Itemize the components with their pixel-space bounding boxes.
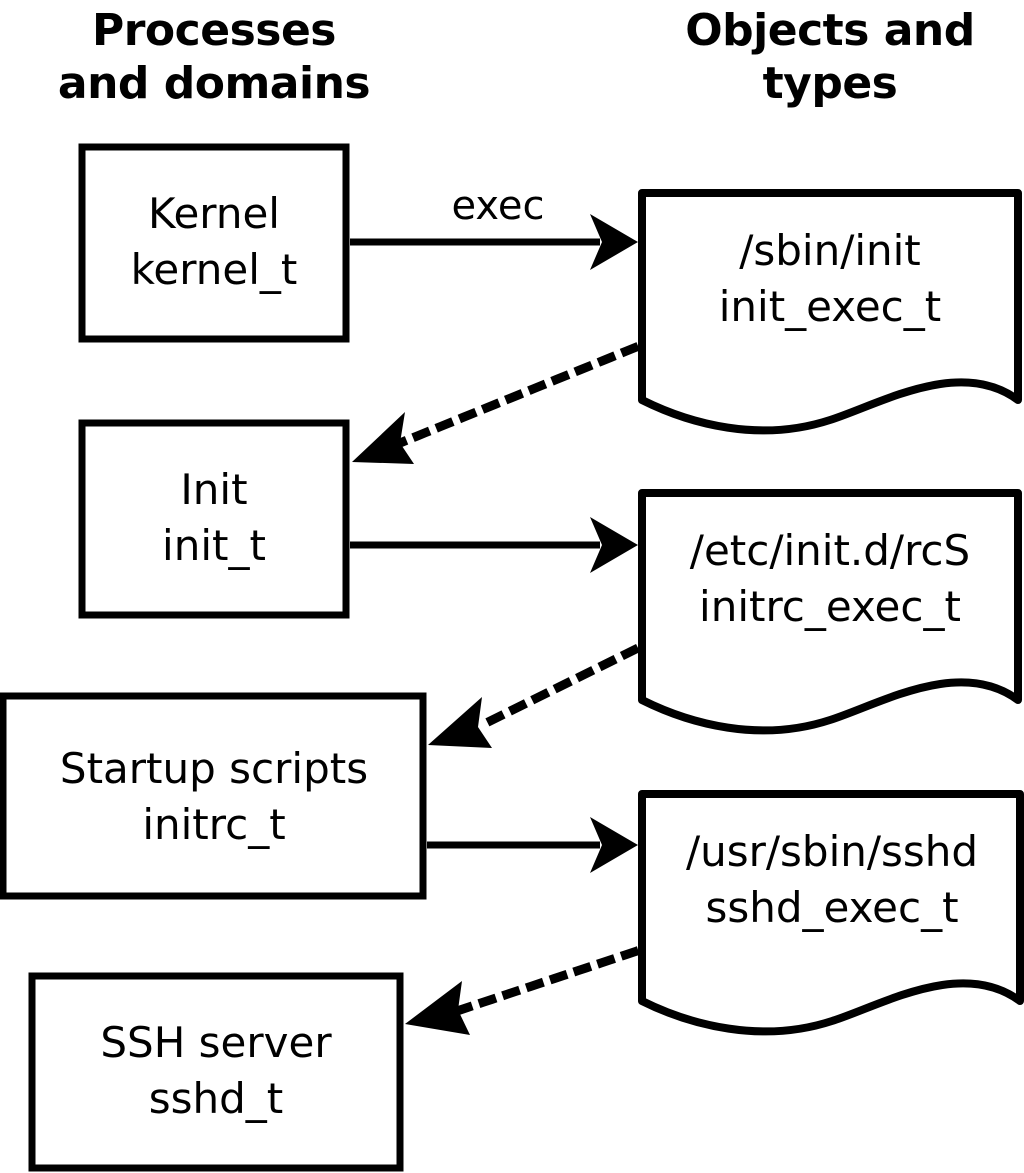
node-sshd-exec[interactable]: /usr/sbin/sshd sshd_exec_t — [638, 790, 1024, 1036]
edge-init-to-initrc-exec — [350, 517, 638, 573]
edge-initrc-exec-to-initrc — [428, 643, 641, 748]
node-startup-scripts-name: Startup scripts — [60, 744, 368, 793]
edge-label-exec: exec — [452, 183, 545, 229]
node-initrc-exec-type: initrc_exec_t — [699, 582, 961, 631]
edge-kernel-to-init-exec: exec — [350, 183, 638, 270]
edge-initrc-to-sshd-exec — [427, 817, 638, 873]
edge-init-exec-to-init — [352, 342, 640, 464]
node-init-name: Init — [180, 465, 247, 514]
heading-objects-line2: types — [763, 58, 898, 109]
arrow-head-initrc-to-sshd-exec — [590, 817, 638, 873]
edge-sshd-exec-to-sshd — [405, 946, 640, 1035]
heading-processes-line2: and domains — [58, 58, 370, 109]
arrow-head-sshd-exec-to-sshd — [405, 981, 470, 1035]
node-ssh-server-box[interactable] — [28, 972, 404, 1172]
node-init-exec-doc[interactable] — [638, 189, 1022, 435]
edge-line-sshd-exec-to-sshd — [454, 946, 640, 1016]
node-init-exec[interactable]: /sbin/init init_exec_t — [638, 189, 1022, 435]
node-initrc-exec[interactable]: /etc/init.d/rcS initrc_exec_t — [638, 489, 1022, 735]
node-kernel-box[interactable] — [78, 143, 350, 343]
arrow-head-exec — [590, 214, 638, 270]
arrow-head-initrc-exec-to-initrc — [428, 697, 492, 748]
column-heading-objects: Objects and types — [685, 5, 975, 109]
edge-line-init-exec-to-init — [394, 342, 640, 449]
node-initrc-exec-path: /etc/init.d/rcS — [690, 526, 970, 575]
node-init-box[interactable] — [78, 419, 350, 619]
node-ssh-server-type: sshd_t — [149, 1074, 284, 1123]
node-init-exec-path: /sbin/init — [739, 226, 921, 275]
node-sshd-exec-type: sshd_exec_t — [705, 883, 958, 932]
heading-objects-line1: Objects and — [685, 5, 974, 56]
node-init-type: init_t — [162, 521, 266, 570]
node-init[interactable]: Init init_t — [78, 419, 350, 619]
edge-line-initrc-exec-to-initrc — [471, 643, 641, 734]
node-startup-scripts-box[interactable] — [0, 692, 427, 900]
node-sshd-exec-path: /usr/sbin/sshd — [686, 827, 978, 876]
node-startup-scripts[interactable]: Startup scripts initrc_t — [0, 692, 427, 900]
column-heading-processes: Processes and domains — [58, 5, 371, 109]
node-startup-scripts-type: initrc_t — [142, 800, 285, 849]
heading-processes-line1: Processes — [92, 5, 336, 56]
node-kernel-type: kernel_t — [131, 245, 298, 294]
node-initrc-exec-doc[interactable] — [638, 489, 1022, 735]
node-kernel-name: Kernel — [148, 189, 280, 238]
node-sshd-exec-doc[interactable] — [638, 790, 1024, 1036]
arrow-head-init-exec-to-init — [352, 412, 414, 464]
arrow-head-init-to-initrc-exec — [590, 517, 638, 573]
node-init-exec-type: init_exec_t — [719, 282, 942, 331]
node-ssh-server[interactable]: SSH server sshd_t — [28, 972, 404, 1172]
node-kernel[interactable]: Kernel kernel_t — [78, 143, 350, 343]
node-ssh-server-name: SSH server — [100, 1018, 332, 1067]
